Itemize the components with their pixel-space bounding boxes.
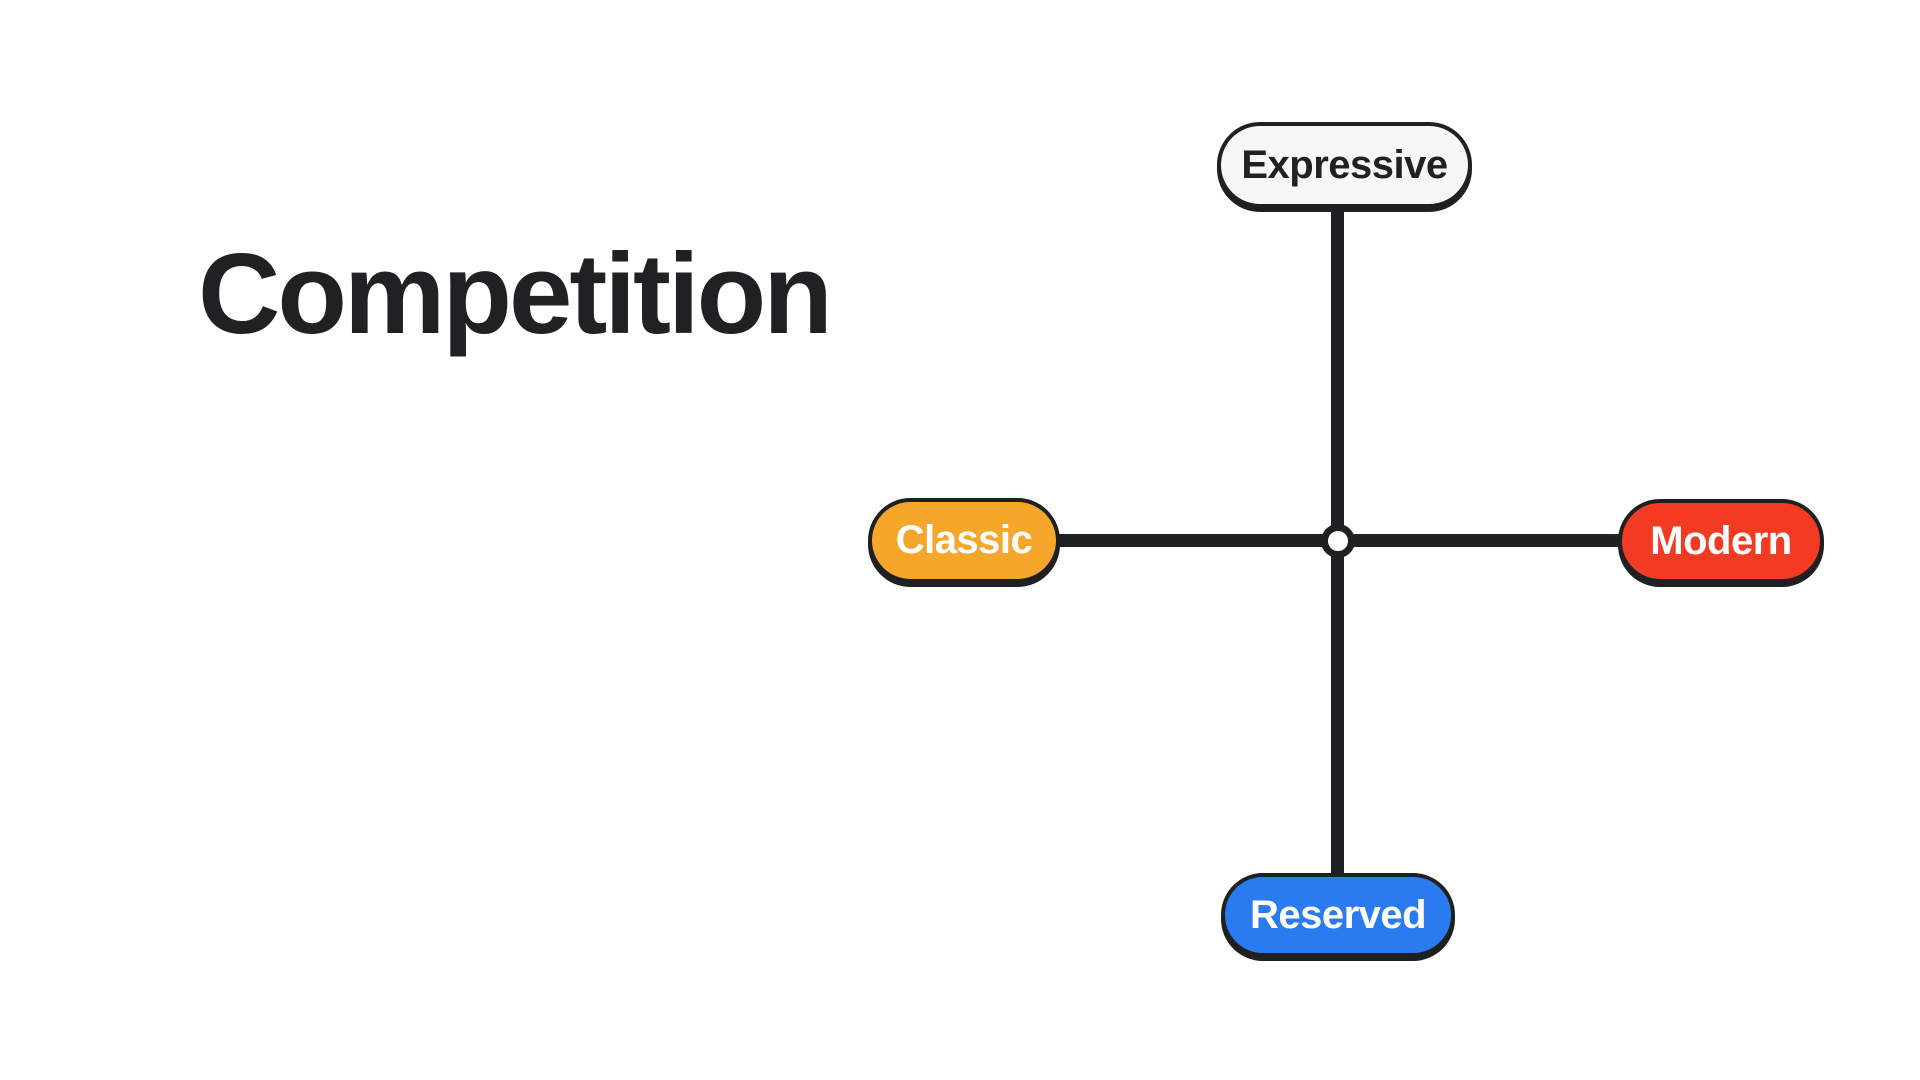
page-title: Competition [198,231,833,358]
node-reserved-label: Reserved [1249,892,1427,937]
node-modern: Modern [1618,499,1824,583]
node-classic: Classic [868,498,1060,583]
node-expressive: Expressive [1217,122,1472,208]
node-expressive-label: Expressive [1241,142,1448,187]
node-reserved: Reserved [1221,873,1455,957]
center-hub-circle-icon [1321,524,1355,558]
node-modern-label: Modern [1650,518,1792,563]
node-classic-label: Classic [895,518,1033,562]
